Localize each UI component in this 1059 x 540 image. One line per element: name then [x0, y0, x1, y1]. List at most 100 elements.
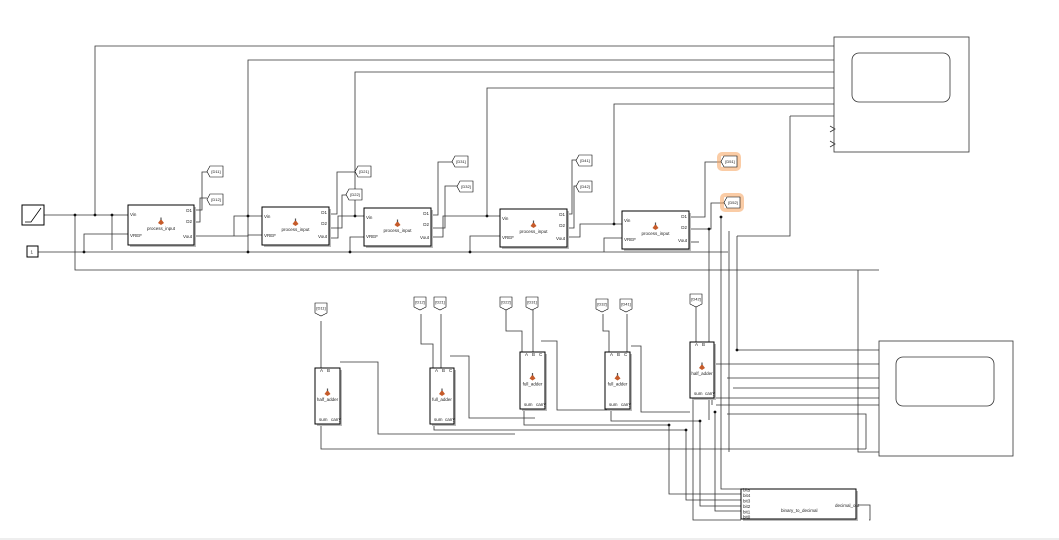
adder-port-b: B [617, 352, 620, 357]
goto-tag[interactable]: [D41] [575, 154, 593, 167]
converter-input-bit1: bit1 [743, 510, 751, 515]
goto-tag[interactable]: [D32] [456, 180, 474, 193]
tag-label: [D42] [580, 184, 590, 189]
tag-label: [D12] [211, 197, 221, 202]
port-vin: Vin [502, 216, 509, 221]
subsystem-icon [292, 218, 299, 226]
ramp-icon [25, 207, 42, 223]
adder-port-c: C [624, 352, 628, 357]
from-tag[interactable]: [D12] [413, 296, 427, 311]
goto-tag[interactable]: [D51] [717, 152, 741, 171]
port-d1: D1 [321, 210, 327, 215]
scope-bottom[interactable] [878, 340, 1014, 457]
goto-tag[interactable]: [D21] [354, 165, 372, 178]
block-title: process_input [147, 226, 176, 231]
goto-tag[interactable]: [D31] [451, 155, 469, 168]
binary-to-decimal-block[interactable]: bit5 bit4 bit3 bit2 bit1 bit0 decimal_ou… [740, 488, 860, 522]
port-d1: D1 [186, 208, 192, 213]
adder-port-carry: carry [621, 402, 632, 407]
tag-label: [D11] [316, 306, 325, 311]
from-tag[interactable]: [D21] [433, 296, 447, 311]
goto-tag[interactable]: [D42] [575, 180, 593, 193]
port-vout: Vout [420, 235, 430, 240]
goto-tag[interactable]: [D52] [720, 193, 744, 212]
status-strip [0, 538, 1059, 540]
adder-port-c: C [539, 352, 543, 357]
goto-tag[interactable]: [D12] [206, 193, 224, 206]
adder-port-b: B [532, 352, 535, 357]
from-tag[interactable]: [D11] [314, 302, 328, 317]
constant-value: 1 [31, 250, 34, 255]
ramp-source-block[interactable] [21, 204, 45, 226]
tag-label: [D21] [359, 169, 369, 174]
constant-source-block[interactable]: 1 [26, 245, 39, 258]
adder-port-sum: sum [694, 391, 703, 396]
port-vout: Vout [318, 234, 328, 239]
port-vin: Vin [264, 214, 271, 219]
goto-tags-top: [D11] [D12] [D21] [D22] [D31] [D32] [D41] [D42]… [206, 152, 744, 212]
from-tag[interactable]: [D42] [689, 293, 703, 308]
converter-title: binary_to_decimal [781, 508, 818, 513]
subsystem-icon [699, 362, 705, 370]
tag-label: [D32] [461, 184, 471, 189]
goto-tag[interactable]: [D11] [206, 165, 224, 178]
tag-label: [D31] [456, 159, 466, 164]
adder-port-a: A [610, 352, 613, 357]
from-tag[interactable]: [D31] [525, 296, 539, 311]
goto-tag[interactable]: [D22] [345, 188, 363, 201]
from-tag[interactable]: [D32] [595, 298, 609, 313]
adder-title: full_adder [523, 382, 543, 387]
port-d2: D2 [321, 221, 327, 226]
from-tag[interactable]: [D22] [499, 296, 513, 311]
converter-input-bit4: bit4 [743, 493, 751, 498]
port-d1: D1 [559, 212, 565, 217]
tag-label: [D21] [435, 300, 445, 305]
converter-input-bit0: bit0 [743, 515, 751, 520]
adder-port-sum: sum [524, 402, 533, 407]
port-d2: D2 [186, 219, 192, 224]
port-vin: Vin [624, 218, 631, 223]
converter-input-bit2: bit2 [743, 504, 751, 509]
block-title: process_input [281, 227, 310, 232]
tag-label: [D52] [728, 200, 738, 205]
port-vout: Vout [183, 234, 193, 239]
adder-port-c: C [449, 368, 453, 373]
adder-port-sum: sum [319, 417, 328, 422]
adder-title: full_adder [432, 397, 452, 402]
port-d2: D2 [559, 223, 565, 228]
from-tag[interactable]: [D41] [619, 298, 633, 313]
port-d1: D1 [423, 211, 429, 216]
wires-bottom [320, 236, 879, 521]
subsystem-icon [530, 220, 537, 228]
subsystem-icon [614, 373, 621, 381]
port-vref: VREF [366, 234, 378, 239]
junction-dots [73, 213, 739, 432]
tag-label: [D51] [725, 159, 735, 164]
adder-port-a: A [435, 368, 438, 373]
adder-port-b: B [327, 368, 330, 373]
subsystem-icon [439, 388, 445, 396]
port-d2: D2 [681, 225, 687, 230]
scope-top[interactable] [829, 36, 970, 153]
adder-title: full_adder [608, 382, 628, 387]
adder-port-sum: sum [434, 417, 443, 422]
tag-label: [D32] [597, 302, 607, 307]
block-title: process_input [641, 231, 670, 236]
port-vin: Vin [366, 215, 373, 220]
adder-title: half_adder [317, 397, 339, 402]
adder-port-carry: carry [331, 417, 342, 422]
tag-label: [D41] [621, 302, 631, 307]
port-vref: VREF [264, 233, 276, 238]
subsystem-icon [158, 217, 164, 225]
